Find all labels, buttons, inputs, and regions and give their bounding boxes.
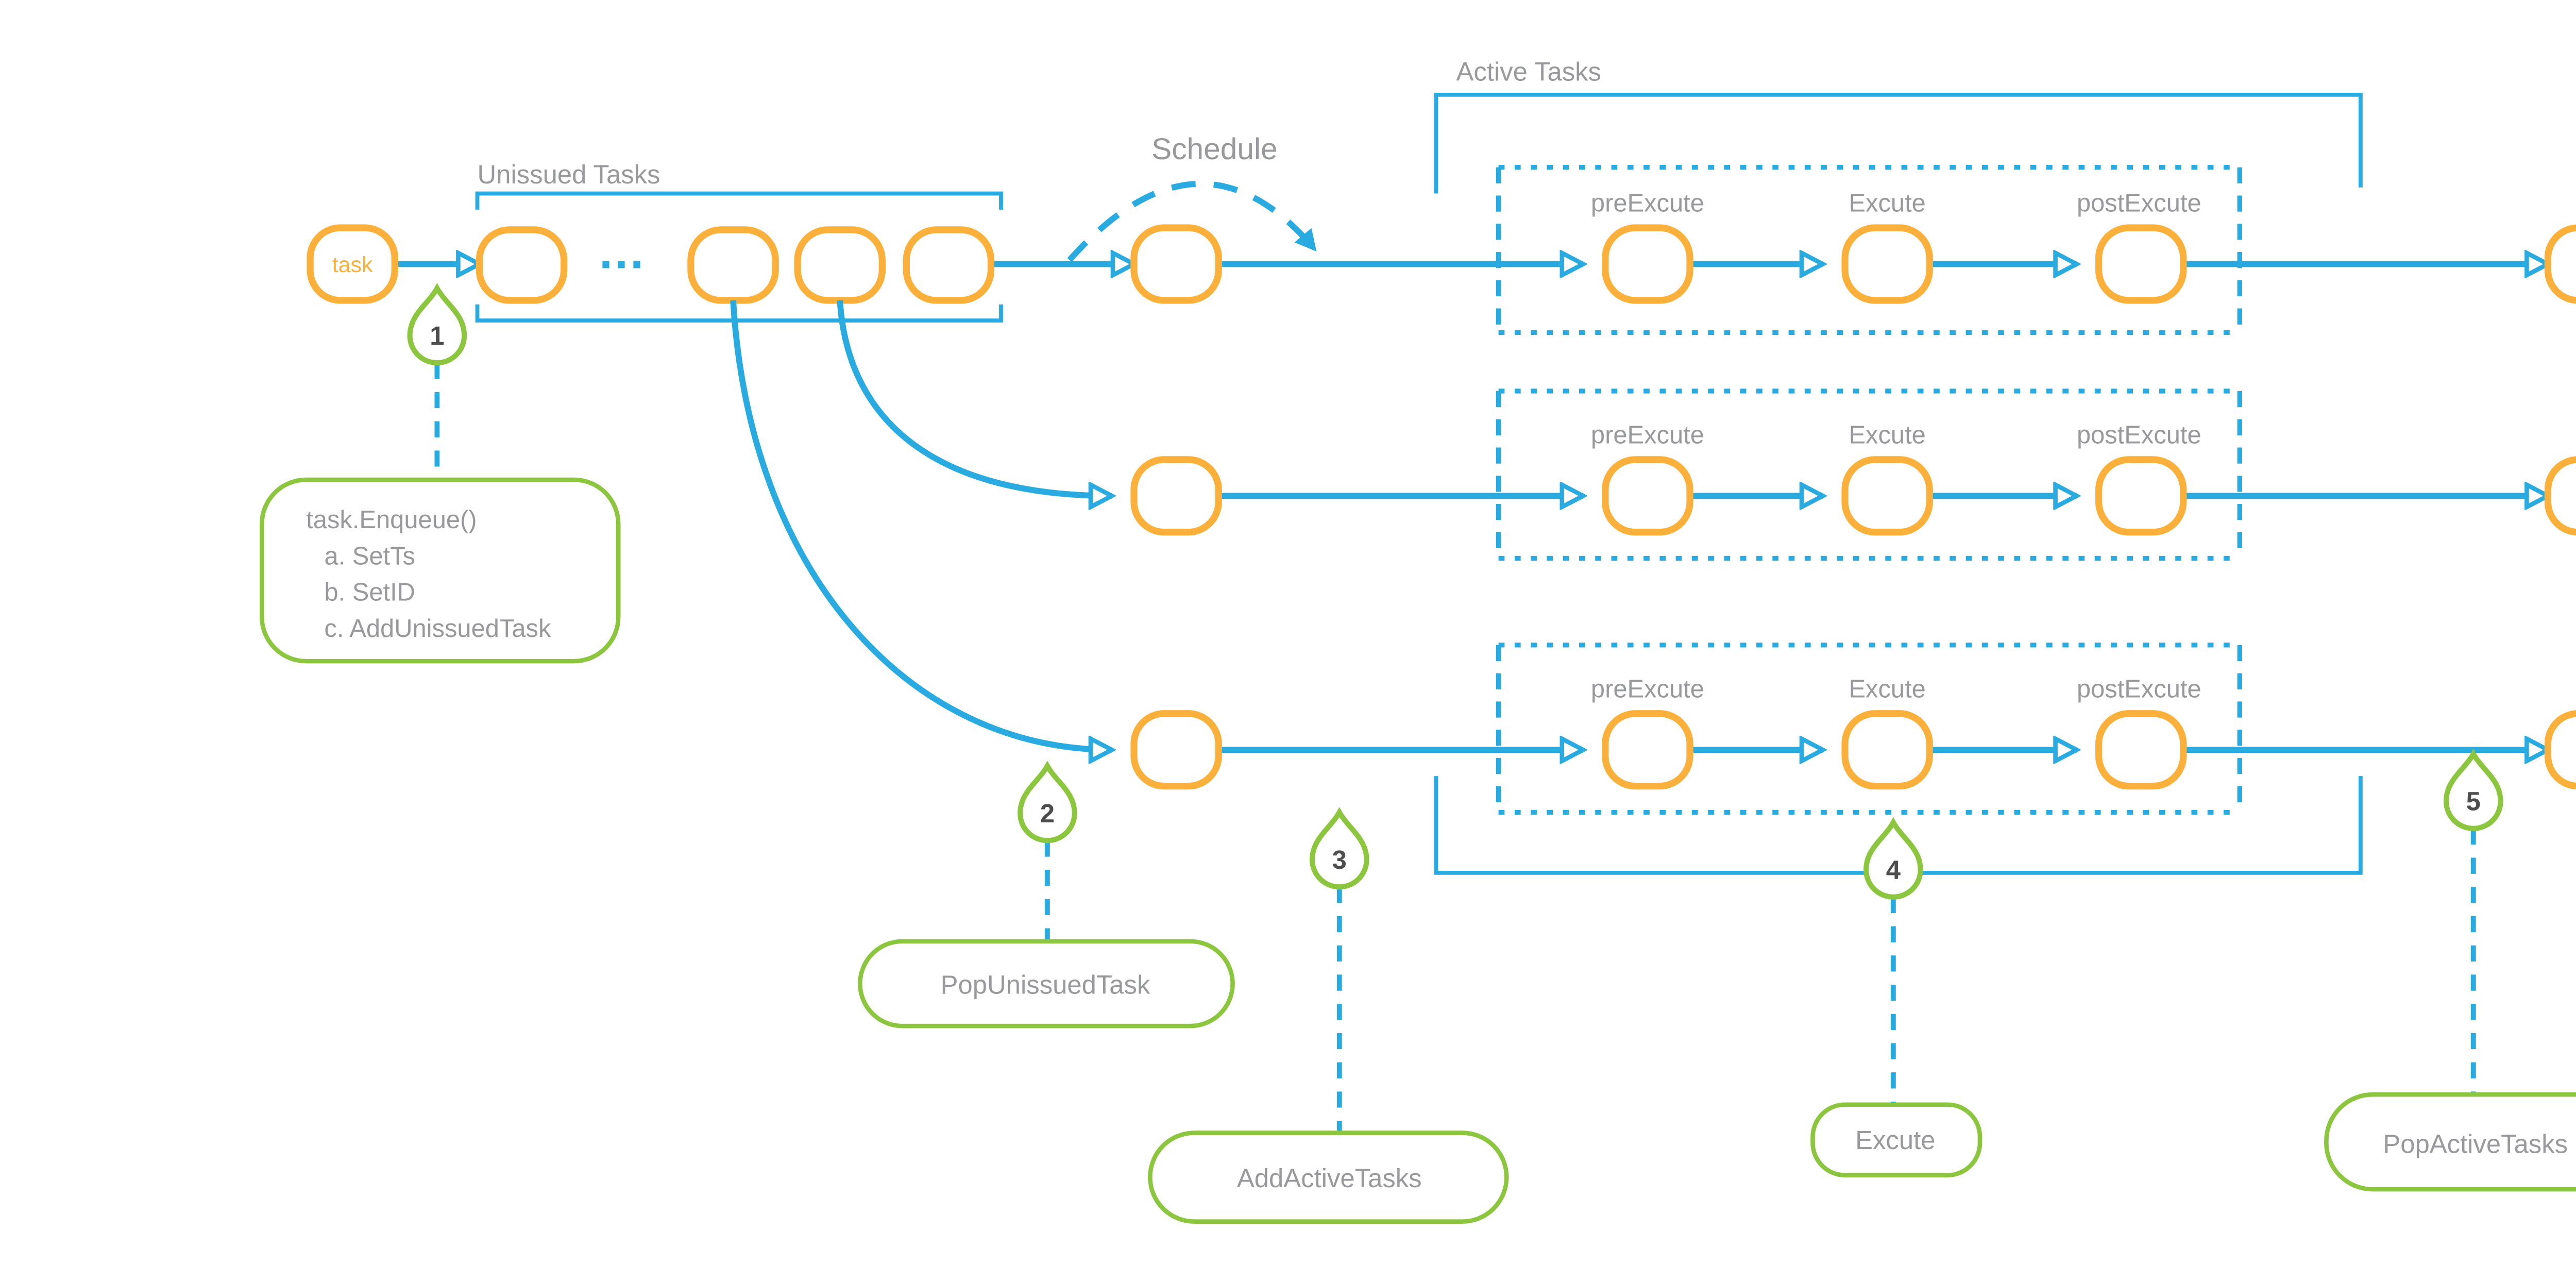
- row1-exec-label: Excute: [1849, 190, 1925, 217]
- row1-final-node: [2544, 224, 2576, 304]
- note-box-1-shape: [259, 477, 621, 664]
- curve-queue-to-row3: [730, 300, 1112, 750]
- task-node-label: task: [332, 252, 373, 277]
- note-box-5: PopActiveTasks: [2324, 1092, 2576, 1192]
- row1-pre-node: [1602, 224, 1693, 304]
- note-box-2-shape: [858, 939, 1235, 1028]
- pin-1-shape: [407, 283, 467, 366]
- note-box-3-shape: [1147, 1131, 1509, 1224]
- row3-entry-node: [1130, 710, 1222, 790]
- unissued-top-bracket: [475, 191, 1003, 210]
- note-5-label: PopActiveTasks: [2383, 1129, 2568, 1159]
- pin-3: 3: [1309, 807, 1369, 890]
- row2-entry-node: [1130, 456, 1222, 536]
- queue-node-4: [903, 226, 995, 304]
- note-box-1: task.Enqueue() a. SetTs b. SetID c. AddU…: [259, 477, 621, 664]
- queue-node-2: [687, 226, 779, 304]
- pin-1-number: 1: [430, 321, 444, 350]
- pin-2-shape: [1018, 761, 1077, 844]
- task-node: [307, 224, 398, 304]
- curve-queue-to-row2: [837, 300, 1112, 496]
- pipeline-row-3: preExcute Excute postExcute: [1130, 643, 2576, 815]
- note-box-3: AddActiveTasks: [1147, 1131, 1509, 1224]
- pin-5: 5: [2443, 748, 2503, 831]
- note-3-label: AddActiveTasks: [1237, 1163, 1422, 1193]
- note-2-label: PopUnissuedTask: [941, 970, 1150, 1000]
- row1-post-label: postExcute: [2077, 190, 2201, 217]
- note-box-4: Excute: [1810, 1102, 1982, 1177]
- pin-2-number: 2: [1040, 799, 1055, 828]
- note-1-line-4: c. AddUnissuedTask: [324, 615, 551, 643]
- row3-exec-node: [1841, 710, 1933, 790]
- queue-node-3: [794, 226, 886, 304]
- row1-pre-label: preExcute: [1591, 190, 1704, 217]
- note-box-5-shape: [2324, 1092, 2576, 1192]
- note-box-2: PopUnissuedTask: [858, 939, 1235, 1028]
- unissued-bottom-bracket: [475, 304, 1003, 323]
- row2-exec-label: Excute: [1849, 421, 1925, 449]
- row2-post-node: [2095, 456, 2187, 536]
- pin-5-number: 5: [2466, 787, 2481, 816]
- row2-exec-node: [1841, 456, 1933, 536]
- row3-post-label: postExcute: [2077, 676, 2201, 703]
- row3-final-node: [2544, 710, 2576, 790]
- schedule-section: Schedule: [1067, 132, 1318, 262]
- row3-pre-node: [1602, 710, 1693, 790]
- row1-post-node: [2095, 224, 2187, 304]
- schedule-arc-arrow: [1067, 181, 1318, 262]
- pin-4-shape: [1863, 817, 1923, 900]
- note-1-line-1: task.Enqueue(): [306, 506, 477, 534]
- row2-pre-label: preExcute: [1591, 421, 1704, 449]
- row2-post-label: postExcute: [2077, 421, 2201, 449]
- unissued-tasks-label: Unissued Tasks: [478, 160, 660, 189]
- active-tasks-label: Active Tasks: [1456, 57, 1601, 86]
- row3-exec-label: Excute: [1849, 676, 1925, 703]
- note-box-4-shape: [1810, 1102, 1982, 1177]
- queue-ellipsis: ...: [599, 224, 646, 278]
- row2-pre-node: [1602, 456, 1693, 536]
- row2-final-node: [2544, 456, 2576, 536]
- pin-4-number: 4: [1886, 855, 1901, 885]
- row3-post-node: [2095, 710, 2187, 790]
- note-1-line-3: b. SetID: [324, 579, 415, 606]
- row1-entry-node: [1130, 224, 1222, 304]
- note-1-line-2: a. SetTs: [324, 542, 415, 570]
- row3-pre-label: preExcute: [1591, 676, 1704, 703]
- pipeline-row-2: preExcute Excute postExcute: [1130, 389, 2576, 561]
- pin-4: 4: [1863, 817, 1923, 900]
- schedule-label: Schedule: [1151, 132, 1278, 166]
- row1-exec-node: [1841, 224, 1933, 304]
- pin-2: 2: [1018, 761, 1077, 844]
- pin-3-shape: [1309, 807, 1369, 890]
- active-tasks-top-bracket: [1434, 92, 2363, 194]
- queue-node-1: [476, 226, 568, 304]
- unissued-tasks-section: Unissued Tasks task ...: [307, 160, 1134, 323]
- pin-3-number: 3: [1332, 845, 1347, 874]
- pin-5-shape: [2443, 748, 2503, 831]
- note-4-label: Excute: [1855, 1125, 1935, 1155]
- pipeline-row-1: preExcute Excute postExcute: [1130, 164, 2576, 335]
- pin-1: 1: [407, 283, 467, 366]
